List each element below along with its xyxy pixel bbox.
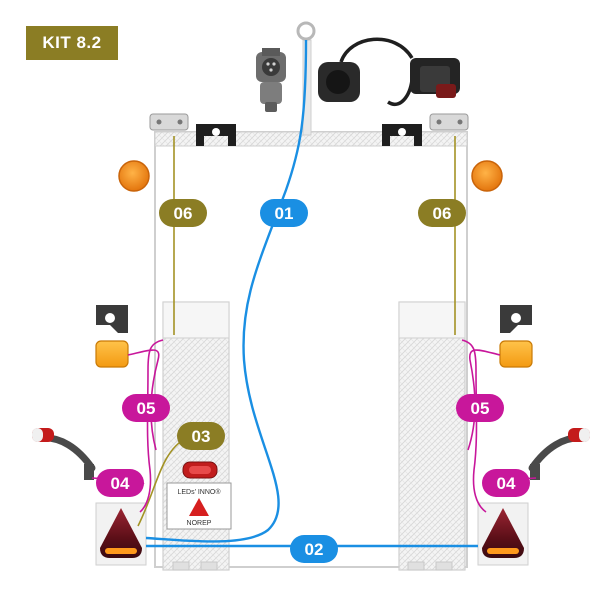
mounting-bracket-icon (382, 124, 422, 146)
svg-text:05: 05 (137, 399, 156, 418)
product-sub: NOREP (187, 520, 212, 527)
callout-02: 02 (290, 535, 338, 563)
svg-text:05: 05 (471, 399, 490, 418)
right-mudguard (398, 301, 466, 571)
cable-ring-icon (296, 21, 316, 41)
orange-reflector-icon (471, 160, 503, 192)
svg-text:06: 06 (433, 204, 452, 223)
wire-03 (137, 439, 184, 527)
amber-side-light-icon (499, 340, 533, 368)
trailer-plug-icon (256, 48, 286, 112)
mounting-bracket-icon (500, 305, 532, 333)
bottom-supports (172, 561, 453, 571)
callout-04-right: 04 (482, 469, 530, 497)
side-marker-light-icon (429, 113, 469, 131)
license-plate-lamp-icon (182, 461, 218, 479)
svg-text:04: 04 (497, 474, 516, 493)
stalk-marker-lamp-icon (32, 428, 96, 480)
orange-reflector-icon (118, 160, 150, 192)
wire-05-left (127, 339, 164, 513)
mounting-bracket-icon (96, 305, 128, 333)
mounting-bracket-icon (196, 124, 236, 146)
product-brand: LEDs' INNO® (177, 488, 221, 496)
svg-text:02: 02 (305, 540, 324, 559)
svg-text:01: 01 (275, 204, 294, 223)
svg-text:04: 04 (111, 474, 130, 493)
amber-side-light-icon (95, 340, 129, 368)
svg-text:06: 06 (174, 204, 193, 223)
rear-combination-lamp-icon (477, 502, 529, 566)
callout-06-left: 06 (159, 199, 207, 227)
wire-01 (145, 39, 308, 543)
kit-label: KIT 8.2 (26, 26, 118, 60)
trailer-socket-icon (318, 37, 460, 106)
callout-05-left: 05 (122, 394, 170, 422)
callout-03: 03 (177, 422, 225, 450)
side-marker-light-icon (149, 113, 189, 131)
svg-text:03: 03 (192, 427, 211, 446)
callout-06-right: 06 (418, 199, 466, 227)
callout-04-left: 04 (96, 469, 144, 497)
callout-01: 01 (260, 199, 308, 227)
product-box: LEDs' INNO® NOREP (166, 482, 232, 530)
callout-05-right: 05 (456, 394, 504, 422)
wire-05-right (461, 339, 501, 513)
rear-combination-lamp-icon (95, 502, 147, 566)
stalk-marker-lamp-icon (528, 428, 590, 480)
